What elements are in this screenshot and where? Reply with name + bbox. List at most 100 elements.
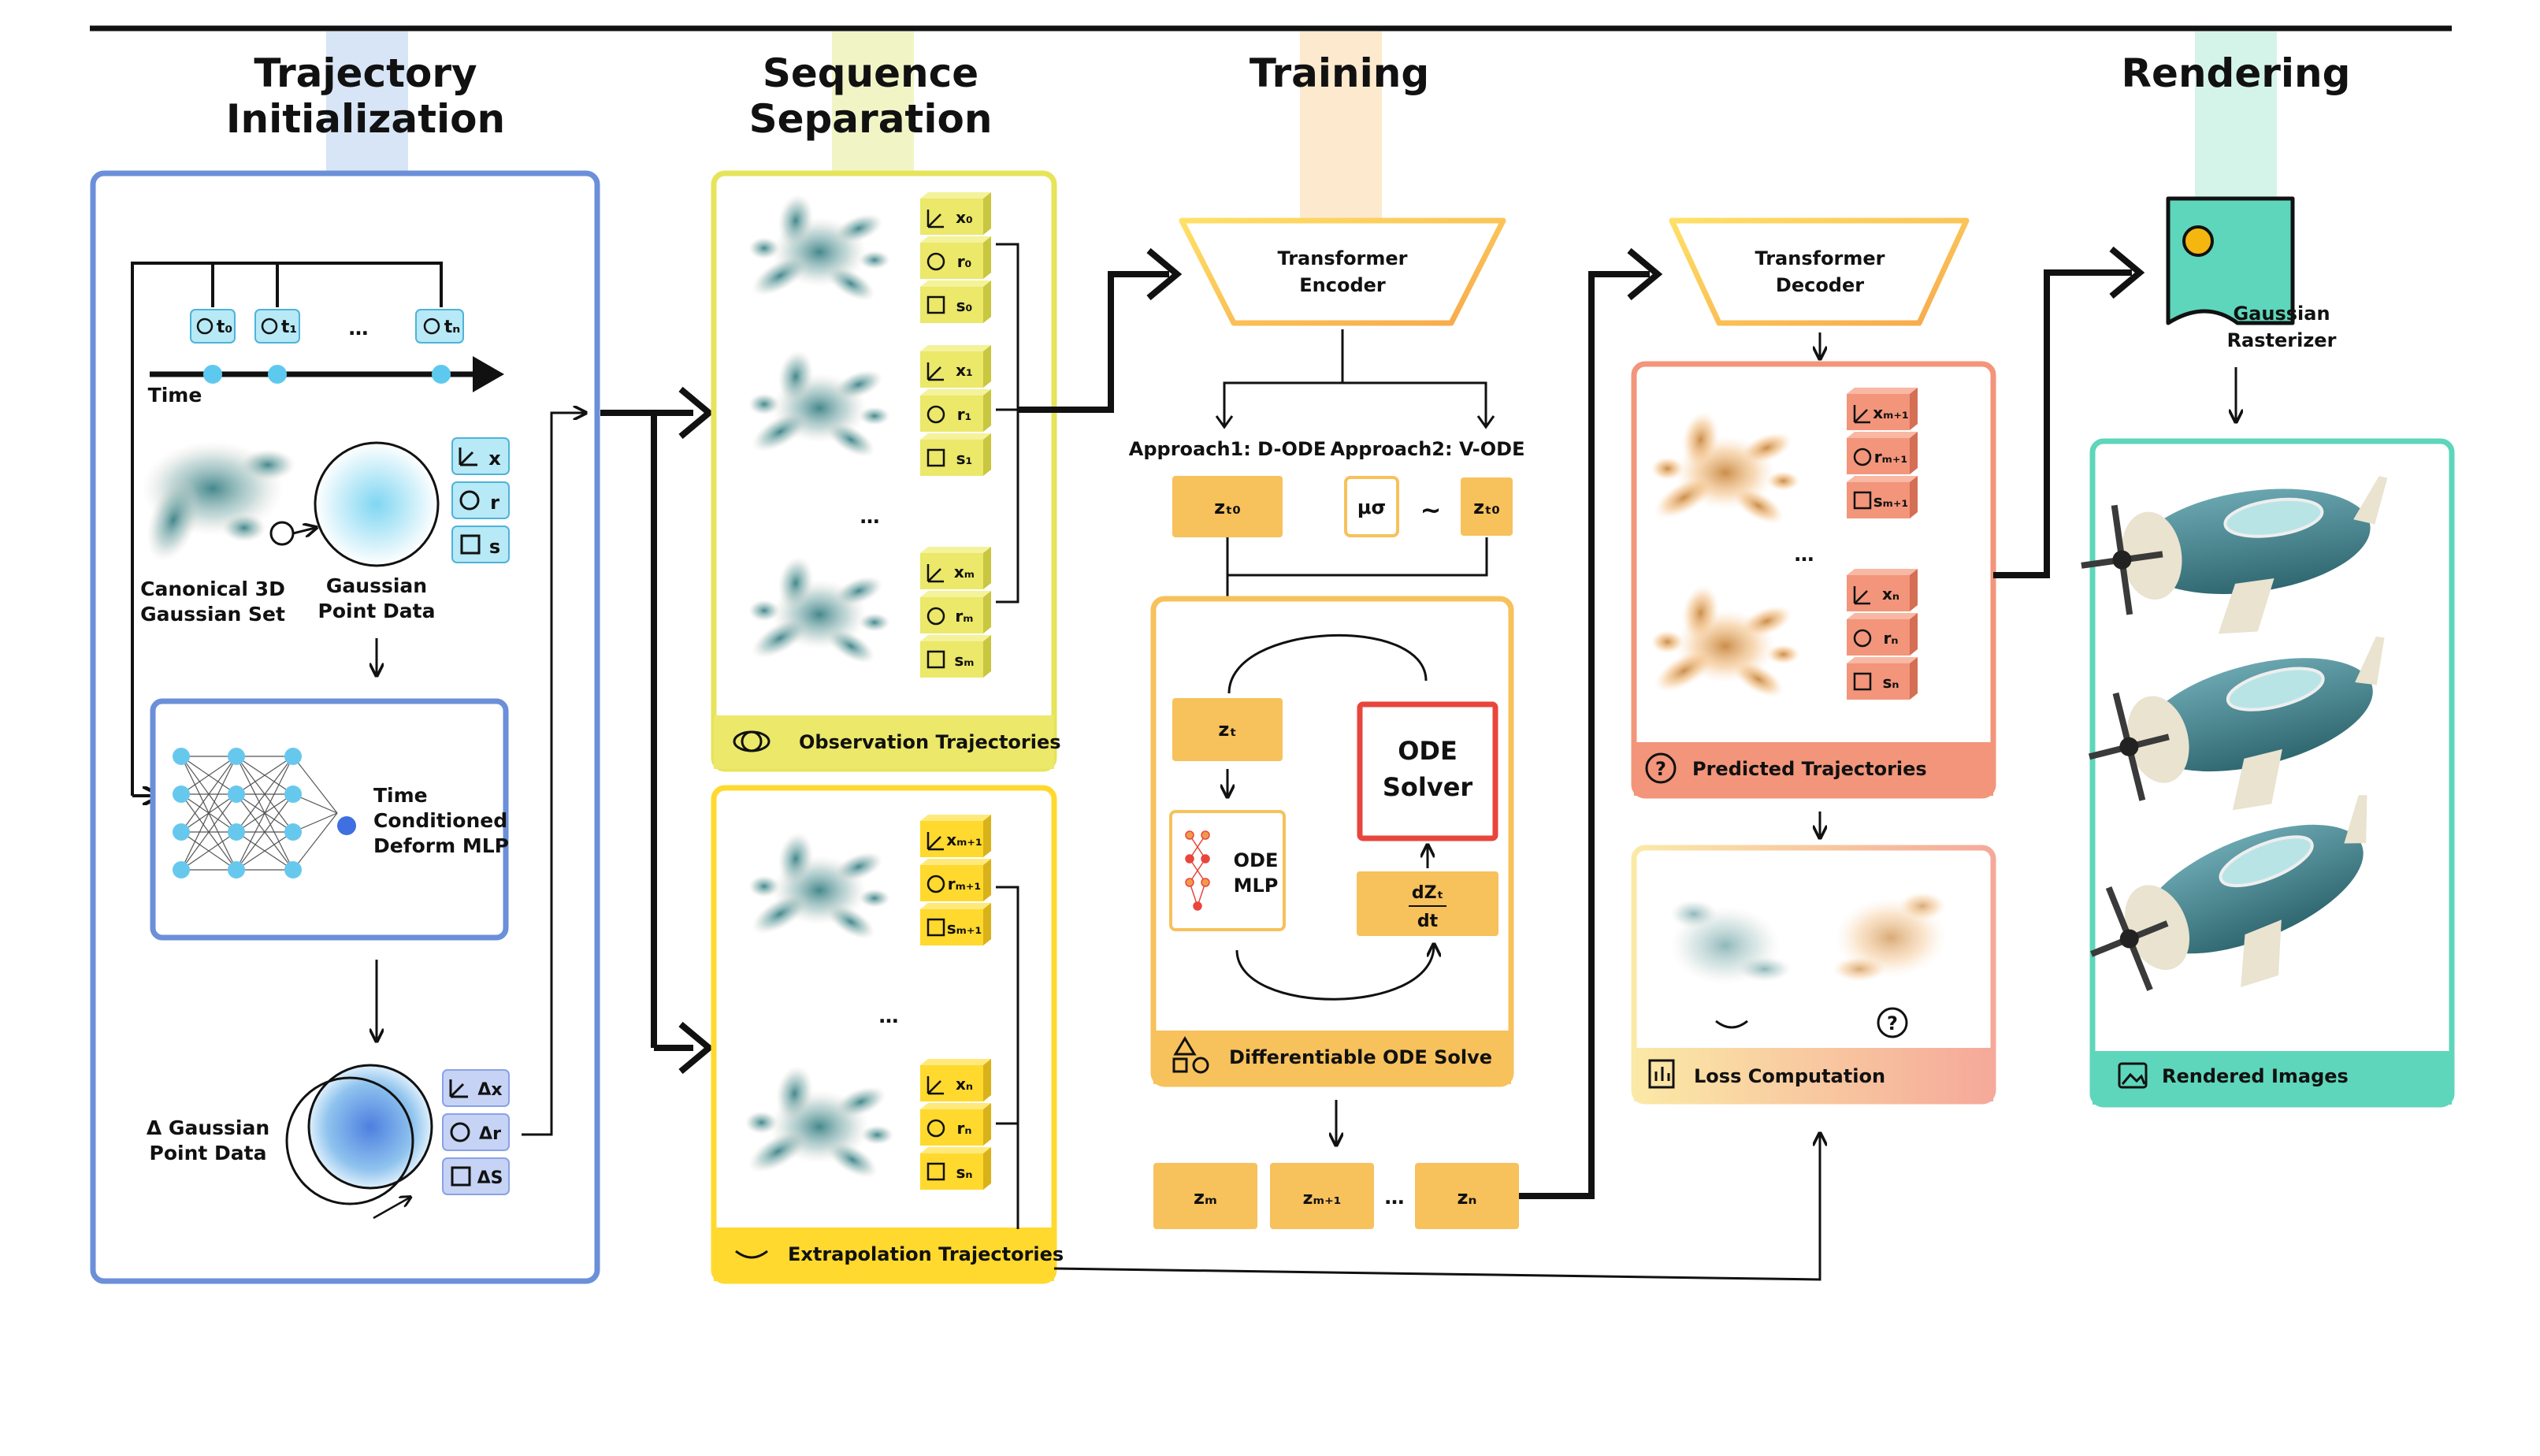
rotation-icon — [927, 1119, 945, 1138]
blob-part — [748, 600, 780, 622]
gaussian-point-sphere — [314, 441, 440, 567]
time-axis-arrowhead — [473, 356, 504, 392]
position-icon — [1853, 405, 1870, 424]
connector-fanout — [600, 410, 693, 1051]
airplane-hub — [2112, 550, 2132, 570]
stage-highlight-sep — [832, 32, 914, 172]
cube-top — [920, 345, 991, 351]
blob-part — [752, 893, 808, 934]
stage-title-rendering: Rendering — [2122, 50, 2351, 96]
canonical-gaussian-blob — [142, 441, 295, 562]
param-cube-label: sₙ — [1882, 673, 1899, 692]
blob-part — [834, 370, 883, 399]
blob-part — [826, 266, 875, 301]
mlp-node — [228, 823, 245, 841]
observation-ellipsis: … — [860, 505, 880, 528]
connector-ext-to-loss — [1053, 1135, 1820, 1281]
mlp-node — [173, 823, 190, 841]
stage-highlight-render — [2195, 32, 2277, 197]
z-output-label: zₙ — [1458, 1187, 1477, 1209]
cube-face — [920, 597, 983, 633]
blob-part — [834, 852, 883, 882]
param-cube: xₘ₊₁ — [920, 815, 991, 857]
panel-extrapolation — [711, 785, 1057, 1284]
mlp-node — [284, 748, 302, 765]
mlp-label-3: Deform MLP — [373, 834, 509, 857]
rotation-icon — [927, 875, 945, 893]
ode-mlp-label-2: MLP — [1234, 875, 1279, 897]
cube-face — [920, 440, 983, 476]
position-icon — [927, 210, 944, 228]
airplane-wing — [2218, 578, 2274, 634]
shapes-icon — [1172, 1036, 1209, 1074]
param-cube-label: s₀ — [956, 296, 973, 315]
param-cube-label: rₙ — [957, 1119, 972, 1138]
time-tick-label: t₁ — [281, 318, 297, 337]
cube-side — [1910, 657, 1918, 700]
mlp-node — [173, 748, 190, 765]
cube-face — [920, 396, 983, 432]
blob-part — [859, 889, 890, 908]
cube-top — [1847, 569, 1918, 575]
mlp-edge — [180, 831, 237, 871]
airplane-tail — [2355, 636, 2385, 685]
arrowhead — [1627, 247, 1663, 301]
cube-face — [1847, 394, 1910, 430]
connector-pred-to-raster — [1993, 269, 2132, 578]
cube-top — [1847, 613, 1918, 619]
decoder-label-2: Decoder — [1776, 274, 1864, 296]
param-cube: xₙ — [920, 1059, 991, 1101]
param-cube-label: xₘ₊₁ — [946, 830, 982, 849]
canonical-label-1: Canonical 3D — [140, 578, 285, 600]
dt-label: dt — [1417, 912, 1439, 931]
param-cube: sₘ₊₁ — [1847, 476, 1918, 518]
z-t0-box-a — [1172, 476, 1283, 537]
closed-eye-icon — [735, 1250, 768, 1259]
mlp-edge — [180, 756, 237, 795]
rotation-icon — [1853, 629, 1872, 648]
cube-top — [1847, 657, 1918, 663]
mlp-node — [228, 786, 245, 803]
loss-blob-gt — [1670, 900, 1792, 985]
rotation-icon — [450, 1122, 470, 1142]
airplane-render — [2090, 795, 2367, 991]
param-cube: rₙ — [1847, 613, 1918, 656]
z-t0-box-b — [1461, 477, 1513, 536]
closed-eye-icon — [1715, 1020, 1748, 1029]
param-cube-label: sₘ₊₁ — [1873, 492, 1909, 511]
delta-gaussian-sphere — [307, 1064, 433, 1190]
gaussian-blob — [1651, 585, 1800, 698]
timer-icon — [423, 318, 440, 335]
blob-part — [1732, 660, 1784, 698]
blob-part — [859, 613, 890, 632]
blob-part — [748, 393, 780, 415]
gaussian-blob — [745, 1065, 894, 1179]
cube-face — [1847, 438, 1910, 474]
arrowhead — [2109, 246, 2145, 299]
predicted-label: Predicted Trajectories — [1692, 758, 1927, 780]
param-cube: rₘ₊₁ — [920, 859, 991, 901]
rotation-icon — [927, 607, 945, 626]
scale-icon — [460, 534, 481, 555]
z-t-label: zₜ — [1218, 719, 1236, 741]
cube-face — [920, 641, 983, 678]
z-m-box — [1153, 1163, 1257, 1229]
mlp-output-node — [337, 816, 356, 835]
param-cube: sₘ₊₁ — [920, 903, 991, 945]
mlp-node — [173, 786, 190, 803]
decoder-label-1: Transformer — [1755, 247, 1885, 269]
loop-arc-bottom — [1235, 945, 1434, 1001]
cube-side — [1910, 388, 1918, 430]
approach2-label: Approach2: V-ODE — [1331, 438, 1525, 460]
z-output-label: zₘ₊₁ — [1303, 1189, 1342, 1209]
scale-icon — [927, 295, 945, 314]
extrapolation-label: Extrapolation Trajectories — [788, 1243, 1064, 1265]
loss-blob-pred — [1833, 892, 1946, 982]
param-cube-label: s₁ — [956, 449, 973, 468]
arrowhead — [1215, 415, 1234, 429]
time-dot — [203, 365, 222, 384]
blob-part — [748, 237, 780, 259]
cube-side — [983, 547, 991, 589]
